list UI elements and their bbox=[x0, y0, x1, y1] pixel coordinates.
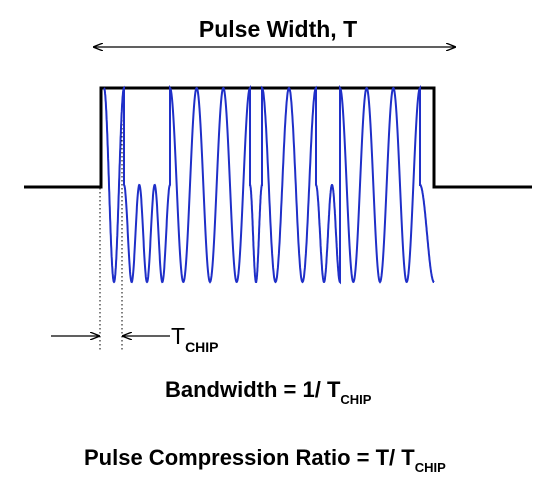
compression-ratio-formula: Pulse Compression Ratio = T/ TCHIP bbox=[84, 445, 446, 475]
pulse-width-title: Pulse Width, T bbox=[199, 16, 357, 42]
carrier-waveform bbox=[103, 84, 435, 285]
pulse-envelope bbox=[24, 86, 532, 189]
bandwidth-formula: Bandwidth = 1/ TCHIP bbox=[165, 377, 372, 407]
tchip-label: TCHIP bbox=[171, 323, 219, 355]
